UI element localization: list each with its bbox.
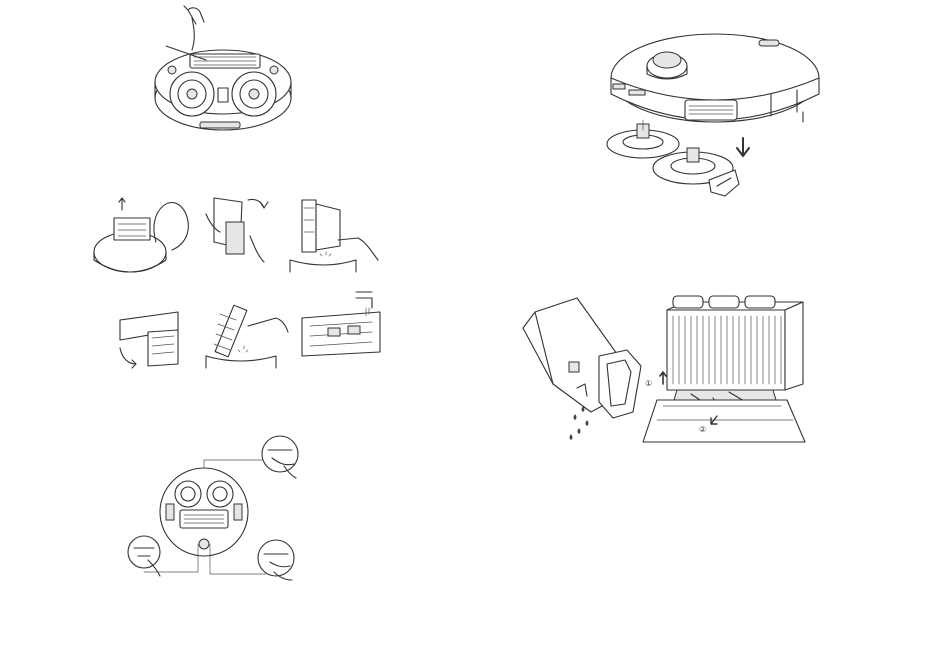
robot-wheel-cleaning-icon (124, 434, 304, 584)
robot-underside-brush-icon (148, 4, 298, 139)
dustbin-filter-steps-icon (90, 180, 390, 380)
manual-page-left (0, 0, 475, 657)
dock-step-1-label: ① (645, 379, 652, 388)
robot-mop-removal-icon (603, 20, 833, 200)
manual-page-right: ① ② (475, 0, 950, 657)
water-tank-dock-icon: ① ② (517, 292, 817, 452)
dustbin-cleaning-illustration (90, 180, 390, 380)
dock-cleaning-illustration: ① ② (517, 292, 817, 452)
wheel-cleaning-illustration (124, 434, 304, 584)
dock-step-2-label: ② (699, 425, 706, 434)
brush-removal-illustration (148, 4, 298, 139)
mop-mount-illustration (603, 20, 833, 200)
